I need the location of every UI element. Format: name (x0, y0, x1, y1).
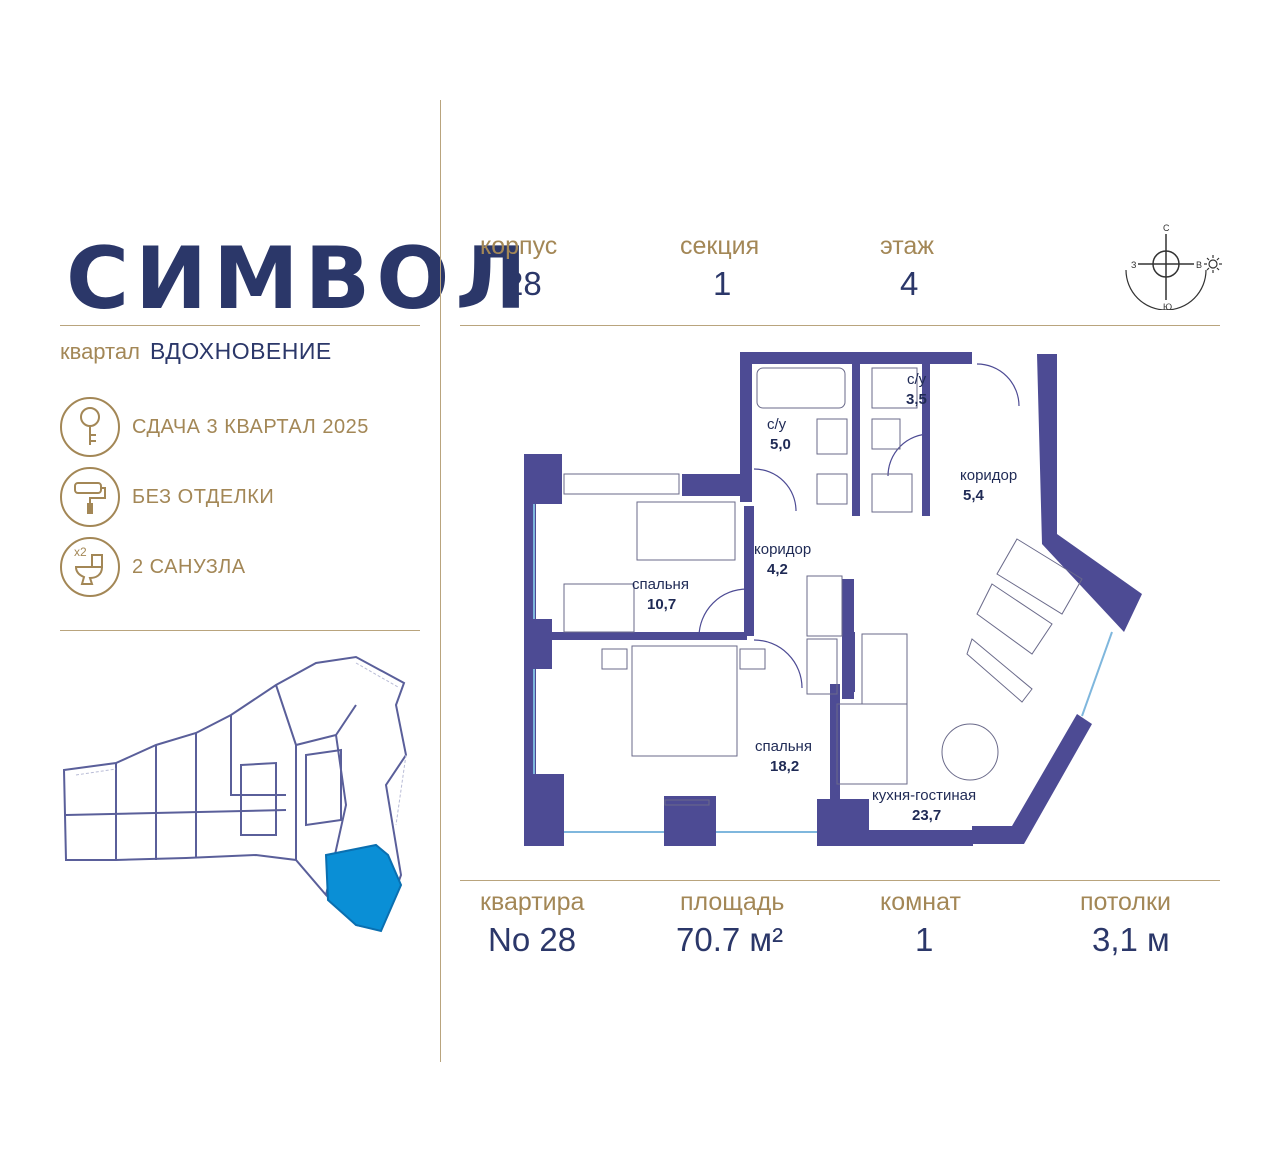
toilet-icon: x2 (60, 537, 120, 597)
feature-label: СДАЧА 3 КВАРТАЛ 2025 (132, 415, 369, 438)
room-name: с/у (907, 371, 927, 388)
building-info: корпус 28 (480, 232, 557, 303)
apartment-info: квартира No 28 (480, 888, 584, 959)
compass-icon: С З В Ю (1125, 223, 1222, 310)
quarter-title: квартал ВДОХНОВЕНИЕ (60, 338, 332, 365)
site-plan (62, 655, 408, 933)
building-label: корпус (480, 232, 558, 260)
key-icon (60, 397, 120, 457)
feature-label: БЕЗ ОТДЕЛКИ (132, 485, 275, 508)
area-info: площадь 70.7 м² (676, 888, 785, 959)
rooms-value: 1 (915, 921, 934, 958)
svg-text:С: С (1163, 223, 1170, 233)
feature-bathrooms: x2 2 САНУЗЛА (60, 537, 246, 597)
room-area: 3,5 (906, 391, 927, 408)
apartment-value: No 28 (488, 921, 577, 958)
room-name: спальня (632, 576, 689, 593)
ceiling-info: потолки 3,1 м (1080, 888, 1171, 959)
brand-logo: СИМВОЛ (66, 229, 533, 329)
room-name: с/у (767, 416, 787, 433)
svg-text:Ю: Ю (1163, 302, 1172, 310)
room-area: 5,4 (963, 487, 985, 504)
room-name: коридор (960, 467, 1017, 484)
svg-text:З: З (1131, 260, 1136, 270)
room-name: кухня-гостиная (872, 787, 976, 804)
divider (60, 325, 420, 326)
feature-finish: БЕЗ ОТДЕЛКИ (60, 467, 274, 527)
room-area: 10,7 (647, 596, 676, 613)
area-label: площадь (680, 888, 785, 916)
badge: x2 (74, 545, 87, 559)
divider (460, 325, 1220, 326)
room-area: 18,2 (770, 758, 799, 775)
divider (460, 880, 1220, 881)
room-area: 23,7 (912, 807, 941, 824)
divider (60, 630, 420, 631)
apartment-highlight (324, 843, 403, 933)
floor-value: 4 (900, 265, 919, 302)
feature-label: 2 САНУЗЛА (132, 555, 246, 578)
floor-plan: с/у 5,0 с/у 3,5 коридор 5,4 коридор 4,2 … (522, 352, 1142, 846)
room-area: 4,2 (767, 561, 788, 578)
room-name: коридор (754, 541, 811, 558)
rooms-info: комнат 1 (880, 888, 961, 959)
section-label: секция (680, 232, 760, 260)
quarter-prefix: квартал (60, 339, 140, 364)
vertical-divider (440, 100, 441, 1062)
floor-label: этаж (880, 232, 935, 260)
floor-info: этаж 4 (880, 232, 934, 303)
building-value: 28 (505, 265, 542, 302)
ceiling-label: потолки (1080, 888, 1171, 916)
sun-icon (1204, 255, 1222, 273)
room-area: 5,0 (770, 436, 791, 453)
section-value: 1 (713, 265, 732, 302)
feature-delivery: СДАЧА 3 КВАРТАЛ 2025 (60, 397, 369, 457)
area-value: 70.7 м² (676, 921, 784, 958)
apartment-label: квартира (480, 888, 585, 916)
quarter-name: ВДОХНОВЕНИЕ (149, 338, 332, 364)
room-name: спальня (755, 738, 812, 755)
rooms-label: комнат (880, 888, 961, 916)
paint-roller-icon (60, 467, 120, 527)
svg-text:В: В (1196, 260, 1202, 270)
section-info: секция 1 (680, 232, 759, 303)
ceiling-value: 3,1 м (1092, 921, 1170, 958)
